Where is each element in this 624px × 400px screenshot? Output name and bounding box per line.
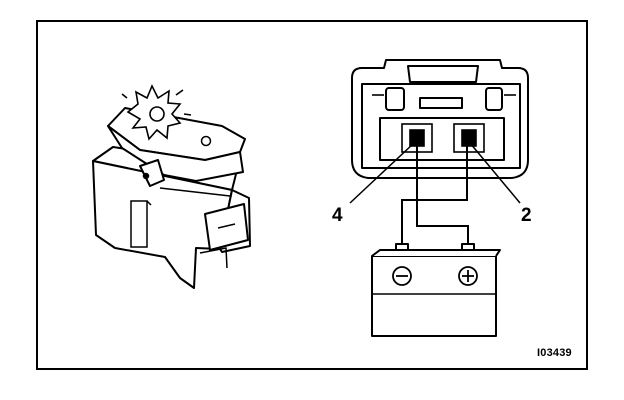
figure-code: I03439	[537, 347, 572, 359]
housing-seam	[159, 187, 231, 197]
terminal-label-2: 2	[521, 205, 532, 226]
connector	[351, 59, 529, 179]
leader-line-2	[469, 142, 521, 204]
diagram-frame	[36, 20, 588, 370]
terminal-pin-2	[461, 129, 477, 147]
switch-connector-tab	[204, 203, 249, 251]
battery-body	[371, 255, 497, 337]
battery-lid	[371, 249, 501, 257]
lead-positive	[416, 140, 469, 246]
tab-detail	[217, 223, 236, 229]
connector-latch	[407, 65, 479, 83]
connector-center-block	[419, 97, 463, 109]
connector-lug-left	[385, 87, 405, 111]
connector-lug-right	[485, 87, 503, 111]
latch-edge	[146, 200, 152, 206]
terminal-label-4: 4	[332, 205, 343, 226]
knob-indicator	[200, 135, 212, 147]
leader-line-4	[349, 142, 415, 204]
battery	[371, 243, 501, 337]
switch-latch	[130, 200, 148, 248]
lead-negative	[401, 140, 468, 246]
pivot-pin	[142, 172, 150, 180]
test-leads	[401, 140, 469, 246]
wire-lead	[199, 247, 228, 269]
illumination-burst-icon	[121, 84, 192, 141]
terminal-rail	[379, 117, 505, 161]
switch-pivot	[139, 159, 165, 187]
switch-knob-front	[107, 125, 244, 182]
